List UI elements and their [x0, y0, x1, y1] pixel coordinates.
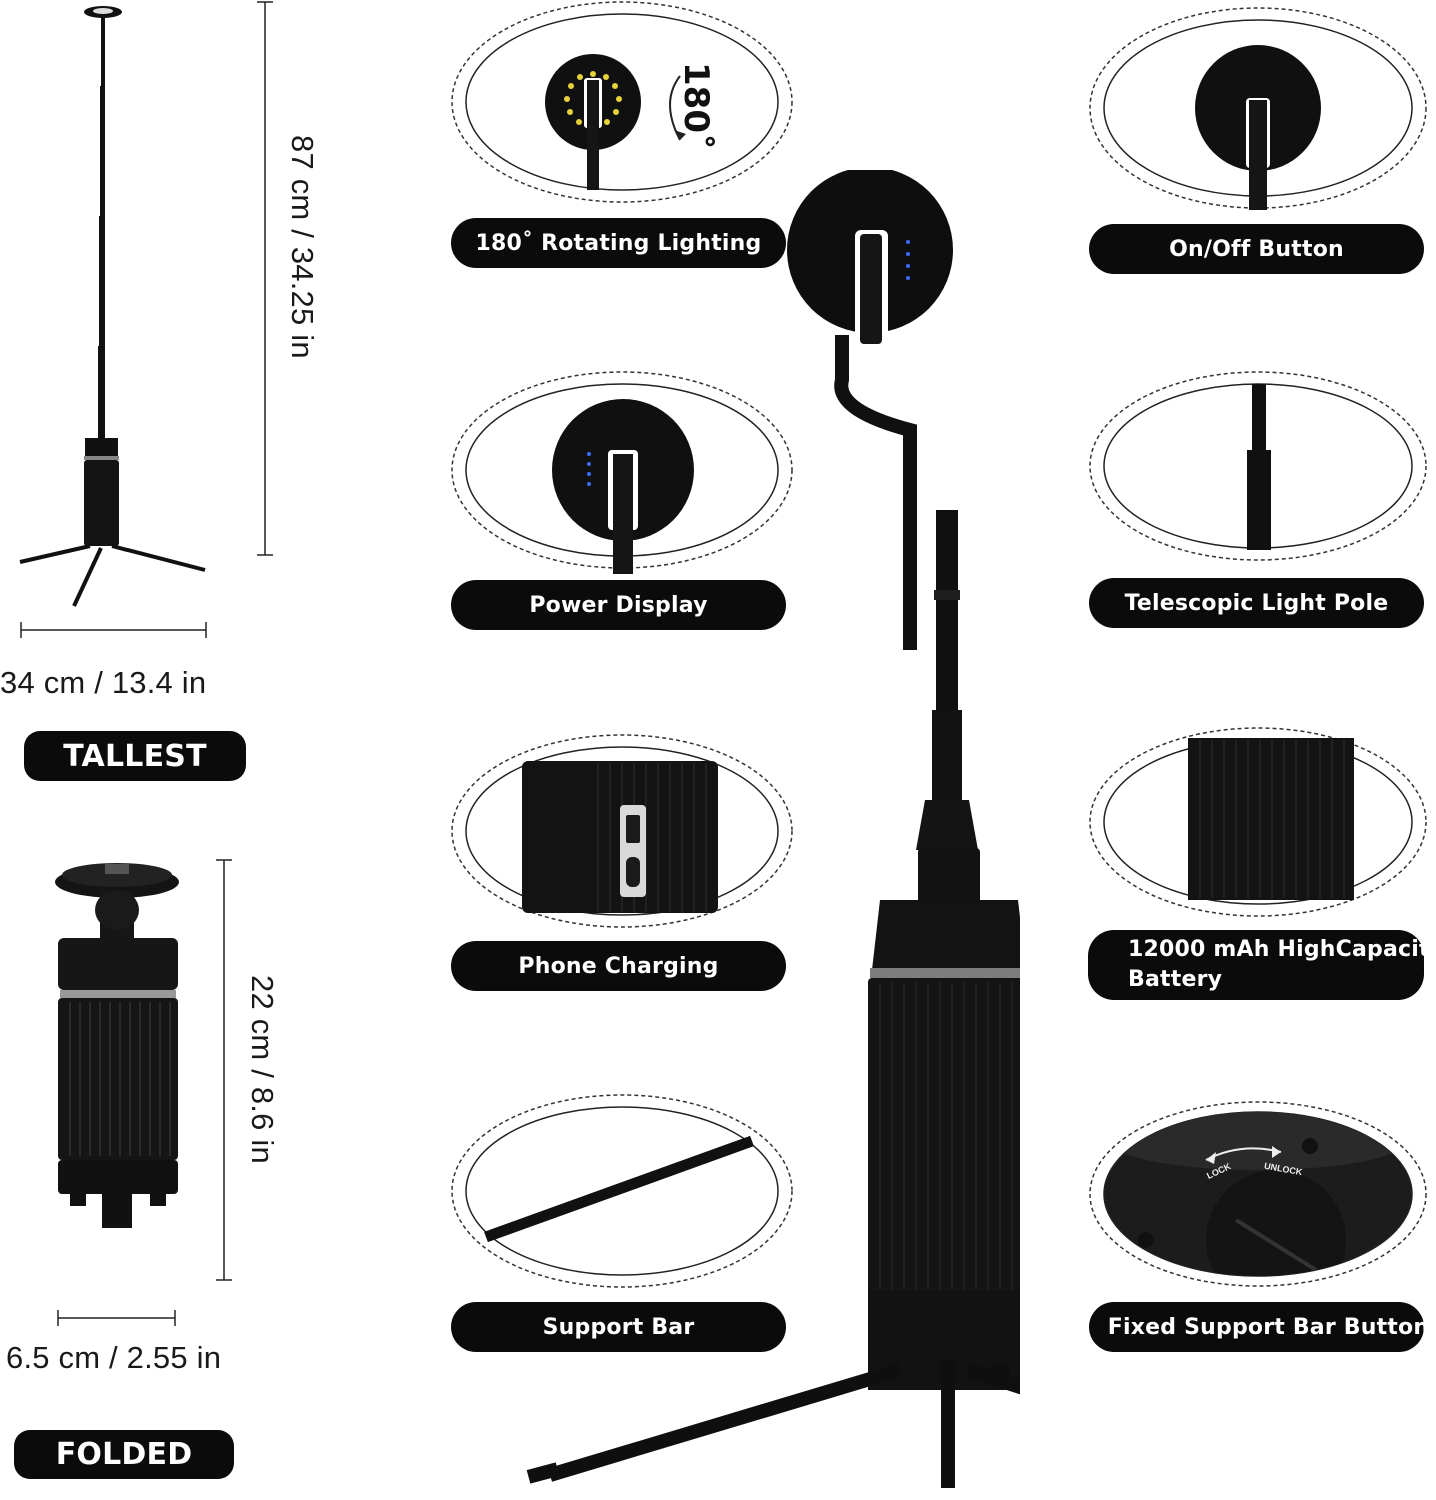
tallest-height-dimension: 87 cm / 34.25 in	[285, 135, 320, 359]
battery-detail	[1086, 724, 1430, 920]
fixed-button-detail: LOCK UNLOCK	[1086, 1100, 1430, 1292]
tallest-badge: TALLEST	[24, 731, 246, 781]
battery-label-line1: 12000 mAh HighCapacity	[1128, 937, 1436, 962]
phone-charging-detail	[448, 733, 796, 933]
rotating-lighting-detail: 180˚	[448, 0, 796, 210]
folded-product-illustration	[55, 859, 232, 1326]
tallest-width-dimension: 34 cm / 13.4 in	[0, 665, 207, 700]
power-display-label: Power Display	[451, 580, 786, 630]
support-bar-label: Support Bar	[451, 1302, 786, 1352]
phone-charging-label: Phone Charging	[451, 941, 786, 991]
folded-badge: FOLDED	[14, 1430, 234, 1479]
fixed-button-label: Fixed Support Bar Button	[1089, 1302, 1429, 1352]
battery-label-line2: Battery	[1128, 967, 1223, 992]
battery-label: 12000 mAh HighCapacity Battery	[1088, 930, 1436, 1000]
folded-width-dimension: 6.5 cm / 2.55 in	[6, 1340, 222, 1375]
on-off-button-detail	[1086, 4, 1430, 214]
tallest-product-illustration	[19, 1, 273, 638]
rotation-angle-label: 180˚	[676, 62, 716, 150]
telescopic-pole-label: Telescopic Light Pole	[1089, 578, 1424, 628]
on-off-button-label: On/Off Button	[1089, 224, 1424, 274]
power-display-detail	[448, 370, 796, 576]
telescopic-pole-detail	[1086, 370, 1430, 566]
rotating-lighting-label: 180˚ Rotating Lighting	[451, 218, 786, 268]
folded-height-dimension: 22 cm / 8.6 in	[245, 975, 280, 1164]
support-bar-detail	[448, 1093, 796, 1293]
main-product-illustration	[526, 170, 1020, 1488]
